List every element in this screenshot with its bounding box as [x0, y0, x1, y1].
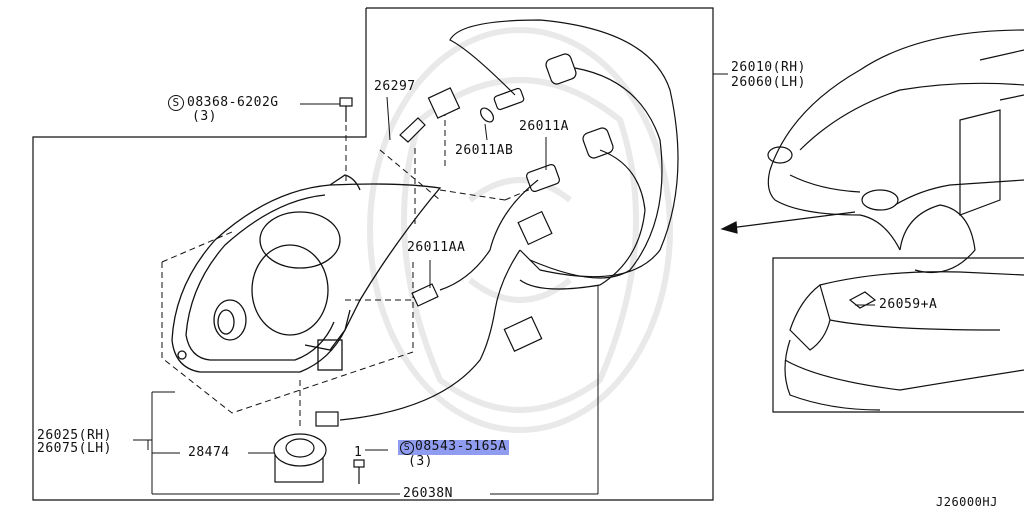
diagram-id: J26000HJ	[936, 495, 998, 509]
part-label-26010: 26010(RH)	[731, 60, 806, 75]
part-label-26038n: 26038N	[403, 486, 453, 501]
part-label-26011a: 26011A	[519, 119, 569, 134]
screw-quantity-1: (3)	[192, 109, 217, 124]
screw-icons	[339, 97, 365, 484]
part-label-26060: 26060(LH)	[731, 75, 806, 90]
inset-frame	[772, 257, 1024, 413]
screw-symbol-2: S	[400, 441, 414, 455]
part-label-28474: 28474	[188, 445, 230, 460]
screw-part-code-2-text: 08543-5165A	[415, 439, 507, 454]
car-front-illustration	[767, 29, 1024, 274]
watermark-emblem	[367, 27, 673, 433]
part-label-26297: 26297	[374, 79, 416, 94]
assembly-frame	[32, 7, 714, 501]
headlamp-housing	[171, 174, 442, 373]
dashed-guides	[161, 110, 541, 430]
leveling-actuator	[273, 433, 327, 483]
item-number: 1	[354, 445, 363, 460]
car-inset-illustration	[784, 271, 1024, 411]
part-label-26025: 26025(RH)	[37, 428, 112, 443]
location-arrow	[720, 211, 856, 234]
part-label-26011aa: 26011AA	[407, 240, 466, 255]
wiring-harness	[339, 19, 679, 421]
leader-lines	[133, 73, 875, 495]
screw-quantity-2: (3)	[408, 454, 433, 469]
bulb-parts	[315, 53, 614, 427]
part-label-26011ab: 26011AB	[455, 143, 514, 158]
screw-part-code-1: 08368-6202G	[187, 95, 279, 110]
part-label-26059: 26059+A	[879, 297, 938, 312]
part-label-26075: 26075(LH)	[37, 441, 112, 456]
screw-symbol: S	[168, 95, 184, 111]
